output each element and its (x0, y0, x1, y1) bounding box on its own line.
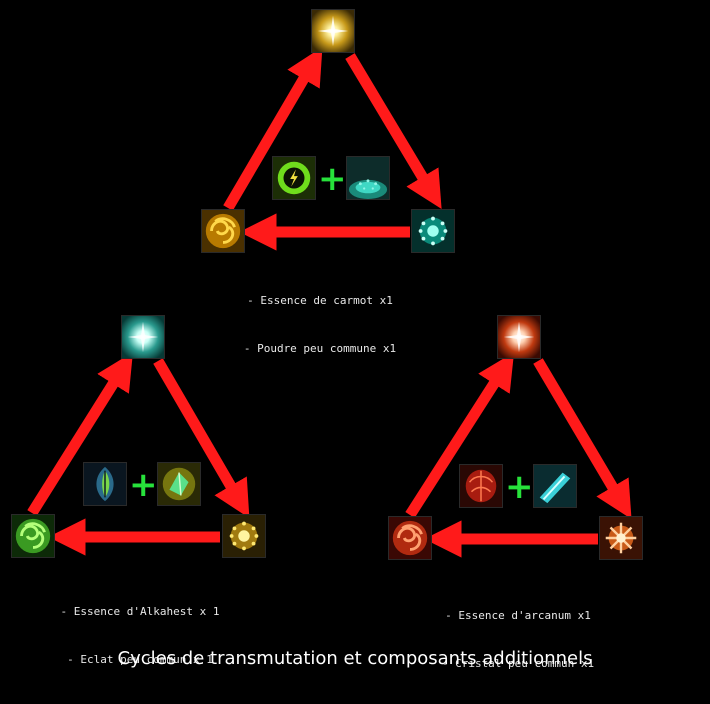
plus-sign: + (318, 159, 347, 199)
caption-right: - Essence d'arcanum x1 - Cristal peu com… (418, 576, 618, 688)
teal-burst-icon (121, 315, 165, 359)
plus-sign: + (129, 465, 158, 505)
red-swirl-icon (388, 516, 432, 560)
green-swirl-icon (11, 514, 55, 558)
caption-left: - Essence d'Alkahest x 1 - Eclat peu com… (40, 572, 240, 684)
yellow-sparkle-icon (222, 514, 266, 558)
golden-burst-icon (311, 9, 355, 53)
plus-sign: + (505, 467, 534, 507)
arrow-down (345, 53, 442, 210)
caption-top: - Essence de carmot x1 - Poudre peu comm… (220, 261, 420, 373)
cycle-right-arrows (405, 352, 632, 558)
golden-swirl-icon (201, 209, 245, 253)
teal-powder-icon (346, 156, 390, 200)
orange-sparkle-icon (599, 516, 643, 560)
diagram-title: Cycles de transmutation et composants ad… (117, 648, 593, 669)
cycle-left-arrows (27, 352, 250, 556)
arrow-up (223, 46, 323, 211)
teal-crystal-icon (533, 464, 577, 508)
caption-line: - Poudre peu commune x1 (243, 342, 397, 355)
red-gem-icon (459, 464, 503, 508)
arrow-up (27, 352, 133, 516)
teal-sparkle-icon (411, 209, 455, 253)
green-crystal-shard-icon (157, 462, 201, 506)
caption-line: - Essence d'Alkahest x 1 (60, 605, 220, 618)
green-ring-lightning-icon (272, 156, 316, 200)
red-burst-icon (497, 315, 541, 359)
arrow-up (405, 352, 515, 518)
caption-line: - Essence d'arcanum x1 (445, 609, 591, 622)
arrow-down (153, 358, 250, 519)
caption-line: - Eclat peu commun x 1 (67, 653, 213, 666)
cycle-top-arrows (223, 46, 442, 251)
caption-line: - Cristal peu commun x1 (441, 657, 595, 670)
arrow-down (533, 358, 632, 520)
green-leaf-shard-icon (83, 462, 127, 506)
caption-line: - Essence de carmot x1 (247, 294, 393, 307)
